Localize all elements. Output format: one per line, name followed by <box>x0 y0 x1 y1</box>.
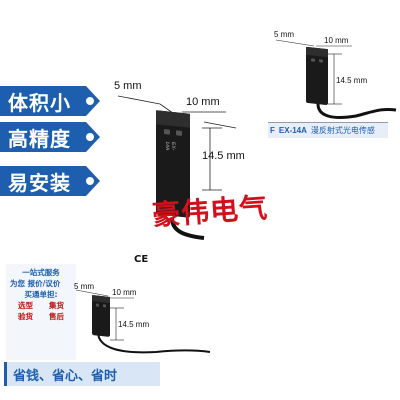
sensor-topright-image <box>306 46 328 106</box>
slogan-text: 省钱、省心、省时 <box>13 368 118 384</box>
feature-tag-small-size: 体积小 <box>0 86 100 116</box>
feature-tag-label: 易安装 <box>8 170 71 195</box>
feature-tag-label: 高精度 <box>8 126 71 151</box>
promo-cell: 验货 <box>18 312 33 321</box>
promo-title: 一站式服务 <box>22 268 60 277</box>
dim-height-topright: 14.5 mm <box>336 76 368 85</box>
feature-tag-easy-install: 易安装 <box>0 166 100 196</box>
bullet-dot-icon <box>86 97 94 105</box>
dim-depth: 5 mm <box>114 80 142 92</box>
sensor-bottom-image <box>92 295 110 337</box>
service-promo-box: 一站式服务 为您 报价/议价 买通单担: 选型 集货 验货 售后 <box>6 264 76 360</box>
feature-tag-label: 体积小 <box>8 90 71 115</box>
promo-cell: 售后 <box>49 312 64 321</box>
slogan-banner: 省钱、省心、省时 <box>4 362 160 386</box>
dim-depth-bottom: 5 mm <box>74 282 94 291</box>
dim-width-bottom: 10 mm <box>112 288 137 297</box>
ce-mark-icon: CE <box>134 254 149 265</box>
promo-cell: 集货 <box>49 301 64 310</box>
model-prefix: F <box>270 126 275 135</box>
promo-cell: 选型 <box>18 301 33 310</box>
promo-line: 为您 报价/议价 <box>10 279 61 288</box>
sensor-print-text: EX-14A <box>164 141 176 151</box>
promo-line: 买通单担: <box>24 290 58 299</box>
bullet-dot-icon <box>86 133 94 141</box>
dim-depth-topright: 5 mm <box>274 30 294 39</box>
model-strip: F EX-14A 漫反射式光电传感 <box>268 122 388 138</box>
feature-tag-high-precision: 高精度 <box>0 122 100 152</box>
dim-width: 10 mm <box>186 96 220 108</box>
watermark-stamp: 豪伟电气 <box>151 190 270 233</box>
dim-width-topright: 10 mm <box>324 36 349 45</box>
model-number: EX-14A <box>278 126 307 135</box>
model-description: 漫反射式光电传感 <box>310 126 375 135</box>
dim-height: 14.5 mm <box>202 150 245 162</box>
bullet-dot-icon <box>86 177 94 185</box>
dim-height-bottom: 14.5 mm <box>118 320 150 329</box>
